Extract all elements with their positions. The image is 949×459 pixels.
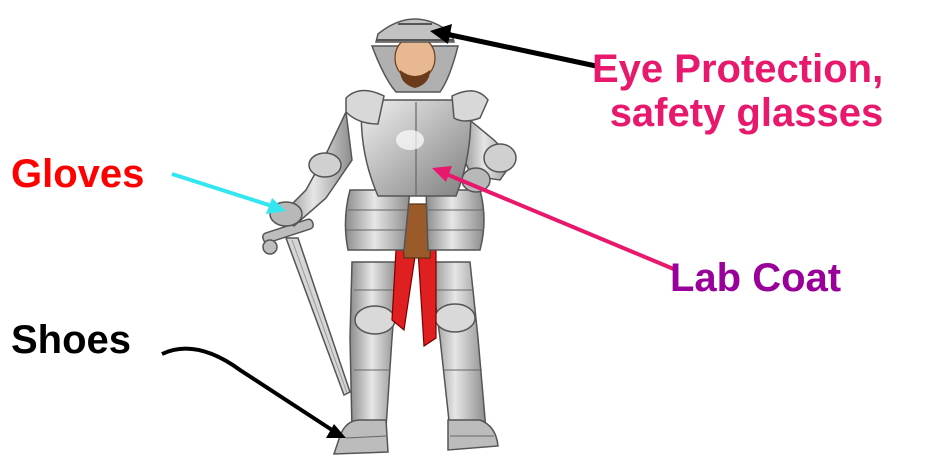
arrow-eye-protection: [446, 34, 596, 66]
label-eye-protection: Eye Protection, safety glasses: [592, 47, 883, 135]
sabatons: [334, 420, 498, 454]
sword: [262, 218, 350, 395]
label-eye-protection-line1: Eye Protection,: [592, 47, 883, 91]
label-eye-protection-line2: safety glasses: [592, 91, 883, 135]
leg-armor: [350, 262, 486, 430]
label-shoes: Shoes: [11, 318, 131, 362]
label-lab-coat: Lab Coat: [670, 256, 841, 300]
arrow-shoes: [162, 349, 332, 430]
label-gloves: Gloves: [11, 152, 144, 196]
arrow-gloves: [172, 174, 272, 206]
